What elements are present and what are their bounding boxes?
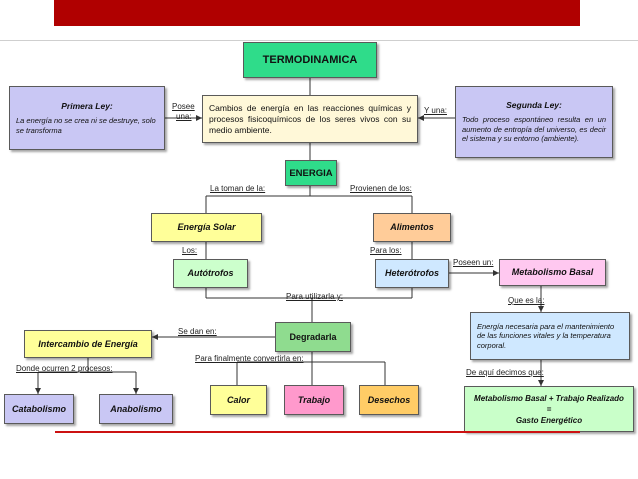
gasto-line-2: = <box>546 404 552 414</box>
label-de-aqui: De aquí decimos que: <box>466 368 544 377</box>
label-una: una: <box>176 112 192 121</box>
label-para-utilizarla: Para utilizarla y: <box>286 292 343 301</box>
gasto-line-1: Metabolismo Basal + Trabajo Realizado <box>474 393 624 403</box>
node-catabolismo: Catabolismo <box>4 394 74 424</box>
node-alimentos: Alimentos <box>373 213 451 242</box>
bottom-rule <box>55 431 580 433</box>
node-trabajo: Trabajo <box>284 385 344 415</box>
node-energia: ENERGIA <box>285 160 337 186</box>
label-y-una: Y una: <box>424 106 447 115</box>
label-posee: Posee <box>172 102 195 111</box>
segunda-ley-title: Segunda Ley: <box>506 100 562 111</box>
label-donde-ocurren: Donde ocurren 2 procesos: <box>16 364 113 373</box>
header-divider <box>0 40 638 41</box>
node-autotrofos: Autótrofos <box>173 259 248 288</box>
label-que-es-la: Que es la: <box>508 296 545 305</box>
node-primera-ley: Primera Ley: La energía no se crea ni se… <box>9 86 165 150</box>
node-metabolismo-basal: Metabolismo Basal <box>499 259 606 286</box>
node-desechos: Desechos <box>359 385 419 415</box>
gasto-line-3: Gasto Energético <box>515 415 583 425</box>
node-degradarla: Degradarla <box>275 322 351 352</box>
label-poseen-un: Poseen un: <box>453 258 494 267</box>
label-provienen: Provienen de los: <box>350 184 412 193</box>
node-calor: Calor <box>210 385 267 415</box>
primera-ley-title: Primera Ley: <box>61 101 113 111</box>
node-gasto-energetico: Metabolismo Basal + Trabajo Realizado = … <box>464 386 634 432</box>
label-para-finalmente: Para finalmente convertirla en: <box>195 354 304 363</box>
label-la-toman: La toman de la: <box>210 184 266 193</box>
node-termodinamica: TERMODINAMICA <box>243 42 377 78</box>
label-los: Los: <box>182 246 198 255</box>
node-heterotrofos: Heterótrofos <box>375 259 449 288</box>
node-energia-solar: Energía Solar <box>151 213 262 242</box>
node-segunda-ley: Segunda Ley: Todo proceso espontáneo res… <box>455 86 613 158</box>
label-se-dan-en: Se dan en: <box>178 327 217 336</box>
top-banner <box>54 0 580 26</box>
node-anabolismo: Anabolismo <box>99 394 173 424</box>
node-descripcion: Cambios de energía en las reacciones quí… <box>202 95 418 143</box>
segunda-ley-text: Todo proceso espontáneo resulta en un au… <box>462 115 606 144</box>
node-metabolismo-desc: Energía necesaria para el mantenimiento … <box>470 312 630 360</box>
primera-ley-text: La energía no se crea ni se destruye, so… <box>16 116 156 135</box>
node-intercambio: Intercambio de Energía <box>24 330 152 358</box>
label-para-los: Para los: <box>370 246 402 255</box>
